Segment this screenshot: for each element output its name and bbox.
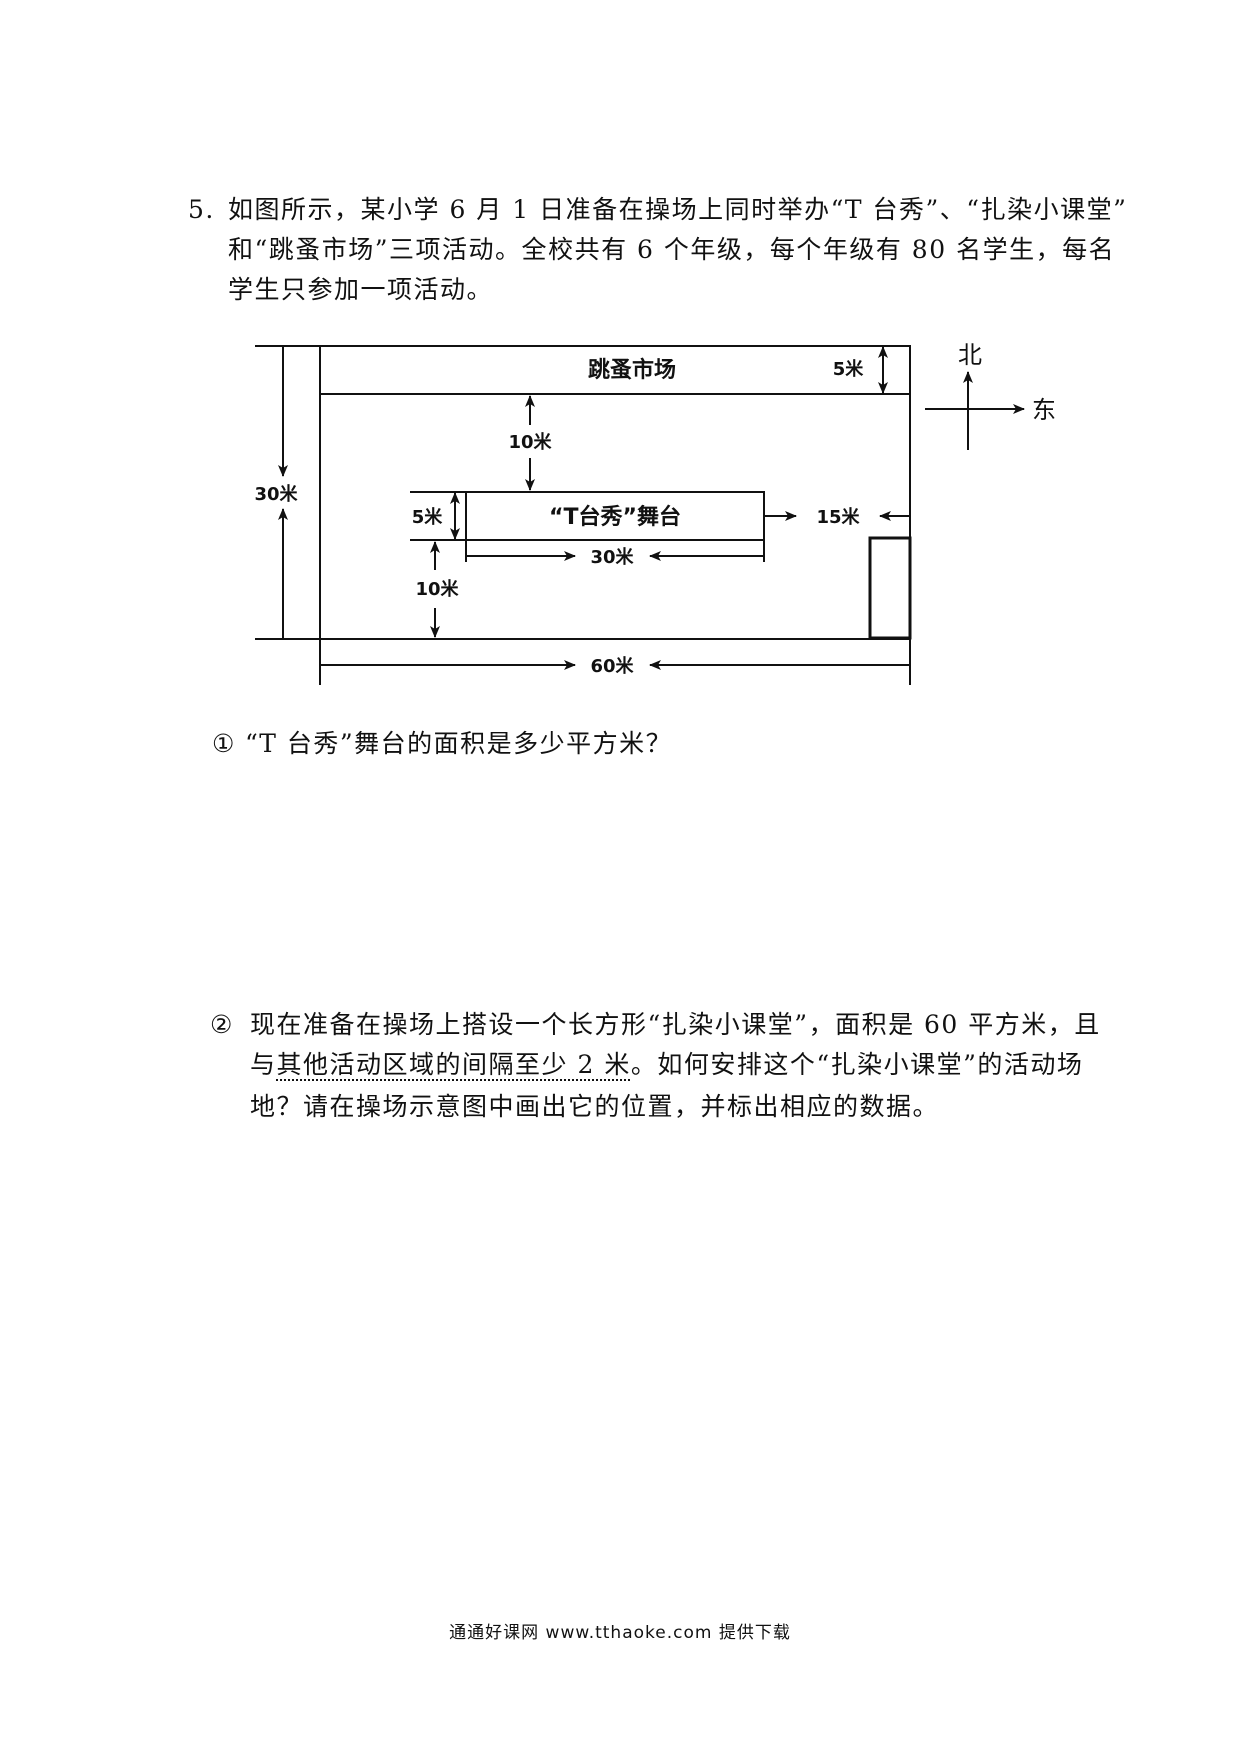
- dim-10m-bottom-label: 10米: [415, 578, 459, 600]
- dim-5m-top-label: 5米: [833, 358, 865, 380]
- sub2-marker: ②: [210, 1010, 234, 1039]
- dim-30m-stage-label: 30米: [590, 546, 634, 568]
- playground-diagram: 跳蚤市场 5米 10米 30米 “T台秀”舞台 5米 15米 30米 10米 6…: [254, 341, 1056, 685]
- question-line-2: 和“跳蚤市场”三项活动。全校共有 6 个年级，每个年级有 80 名学生，每名: [228, 235, 1116, 264]
- dim-15m-label: 15米: [816, 506, 860, 528]
- sub1-marker: ①: [212, 729, 236, 758]
- footer-source: 通通好课网 www.tthaoke.com 提供下载: [449, 1623, 791, 1643]
- sub2-emphasis: 其他活动区域的间隔至少 2 米: [276, 1050, 631, 1079]
- compass-north-label: 北: [958, 341, 982, 369]
- sub2-line-3: 地？请在操场示意图中画出它的位置，并标出相应的数据。: [250, 1092, 940, 1121]
- dim-5m-stage-label: 5米: [412, 506, 444, 528]
- small-rect: [868, 536, 912, 640]
- sub2-line-1: 现在准备在操场上搭设一个长方形“扎染小课堂”，面积是 60 平方米，且: [250, 1010, 1101, 1039]
- sub2-line-2: 与其他活动区域的间隔至少 2 米。如何安排这个“扎染小课堂”的活动场: [250, 1048, 1083, 1082]
- dim-60m-label: 60米: [590, 655, 634, 677]
- question-line-1: 如图所示，某小学 6 月 1 日准备在操场上同时举办“T 台秀”、“扎染小课堂”: [228, 195, 1128, 224]
- stage-label: “T台秀”舞台: [549, 504, 681, 530]
- sub2-line-2-end: 。如何安排这个“扎染小课堂”的活动场: [630, 1050, 1084, 1079]
- sub1-text: “T 台秀”舞台的面积是多少平方米？: [245, 729, 673, 758]
- question-number: 5.: [188, 195, 215, 224]
- sub2-line-2-start: 与: [250, 1050, 277, 1079]
- dim-10m-top-label: 10米: [508, 431, 552, 453]
- flea-market-label: 跳蚤市场: [588, 357, 676, 383]
- question-line-3: 学生只参加一项活动。: [228, 275, 494, 304]
- dim-30m-left-label: 30米: [254, 483, 298, 505]
- compass-east-label: 东: [1032, 396, 1056, 424]
